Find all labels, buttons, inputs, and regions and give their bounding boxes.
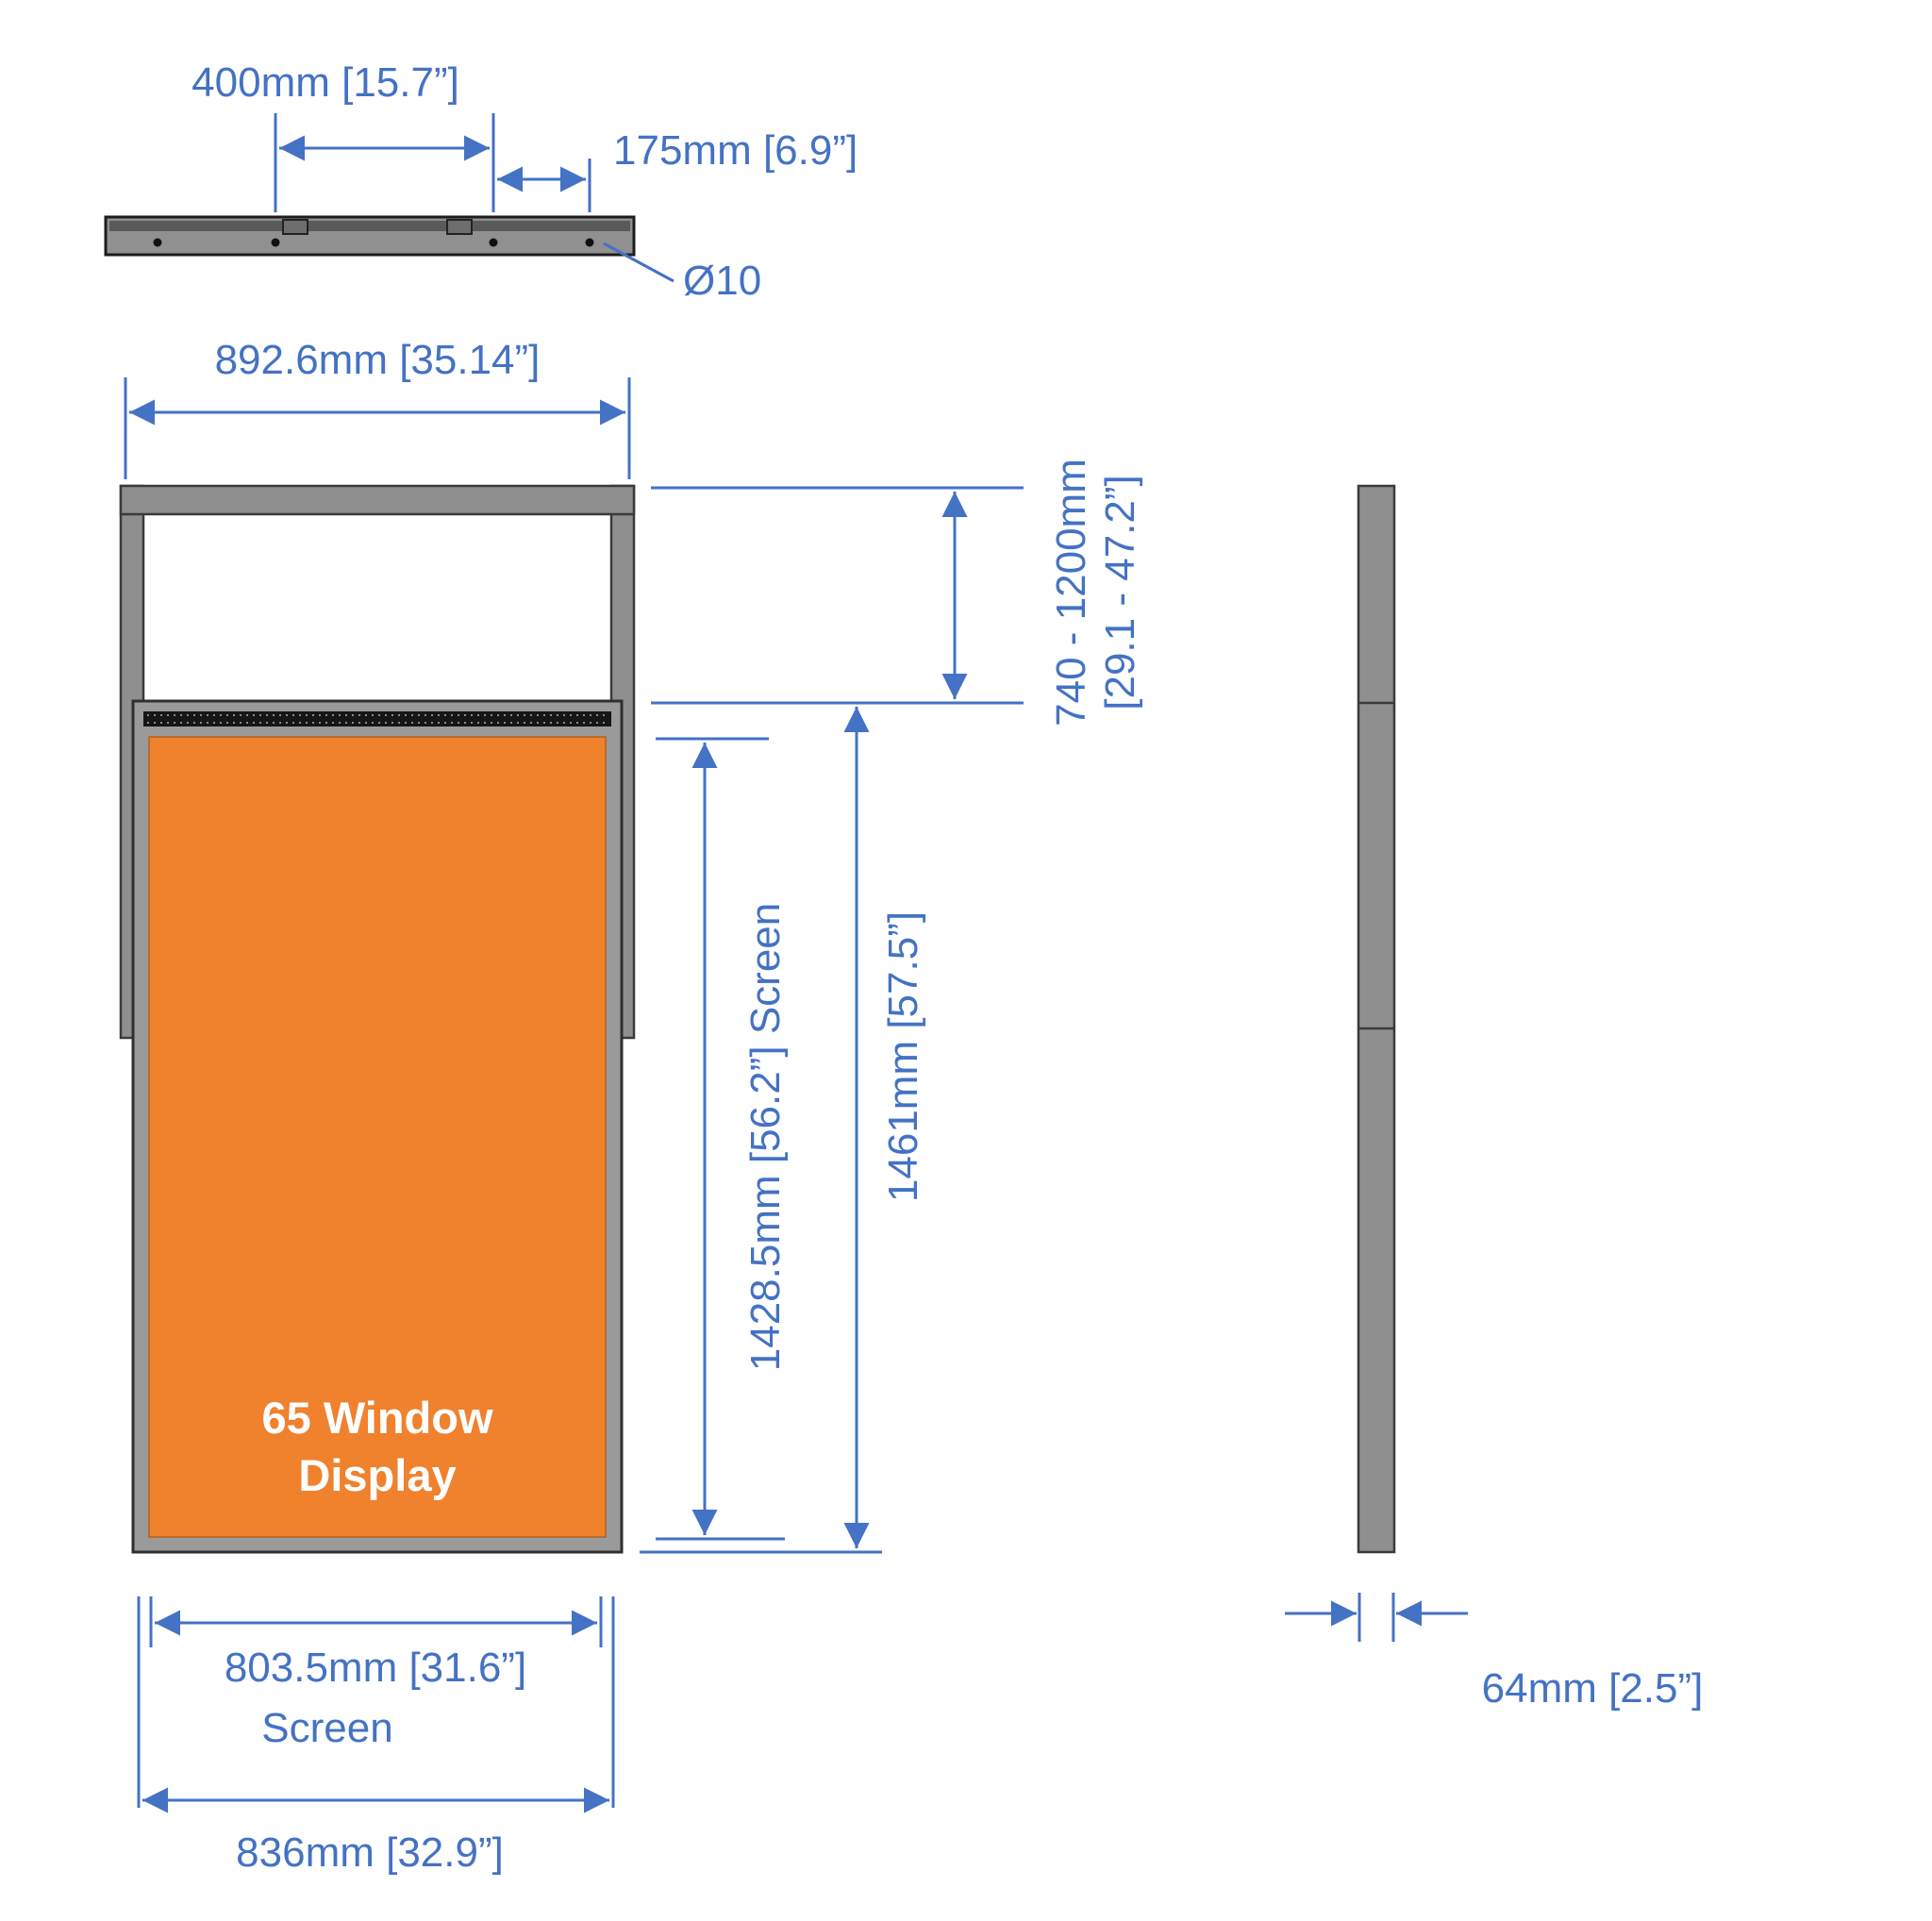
leader-line-hole-diameter — [603, 242, 675, 283]
bracket-clip — [446, 219, 473, 235]
dim-label-screen-width: 803.5mm [31.6”] — [224, 1645, 527, 1691]
dim-label-screen-height: 1428.5mm [56.2”] Screen — [742, 902, 790, 1372]
front-screen — [148, 736, 607, 1538]
screen-title: 65 Window Display — [149, 1389, 606, 1504]
side-profile-body — [1357, 484, 1396, 1554]
bracket-hole — [153, 238, 162, 247]
bracket-hole — [271, 238, 280, 247]
dim-label-hole-spacing: 400mm [15.7”] — [192, 59, 459, 106]
top-view-bracket-edge — [109, 221, 630, 231]
dim-label-depth: 64mm [2.5”] — [1481, 1665, 1704, 1712]
screen-width-caption: Screen — [261, 1705, 393, 1751]
screen-title-line2: Display — [298, 1450, 457, 1501]
hole-diameter-label: Ø10 — [683, 258, 762, 304]
dim-label-overall-width: 892.6mm [35.14”] — [214, 337, 541, 383]
dim-label-total-height: 1461mm [57.5”] — [880, 910, 927, 1203]
screen-title-line1: 65 Window — [261, 1393, 493, 1443]
front-top-bar — [119, 484, 636, 516]
dim-label-hanging-range: 740 - 1200mm [29.1 - 47.2”] — [1047, 459, 1145, 727]
dim-label-hanging-range-line2: [29.1 - 47.2”] — [1097, 475, 1143, 710]
bracket-clip — [282, 219, 308, 235]
front-vent-strip — [143, 711, 611, 727]
dim-label-hole-offset: 175mm [6.9”] — [613, 127, 858, 174]
dim-label-hanging-range-line1: 740 - 1200mm — [1048, 459, 1095, 727]
dim-label-overall-width-bottom: 836mm [32.9”] — [236, 1829, 504, 1876]
bracket-hole — [489, 238, 498, 247]
bracket-hole — [585, 238, 594, 247]
